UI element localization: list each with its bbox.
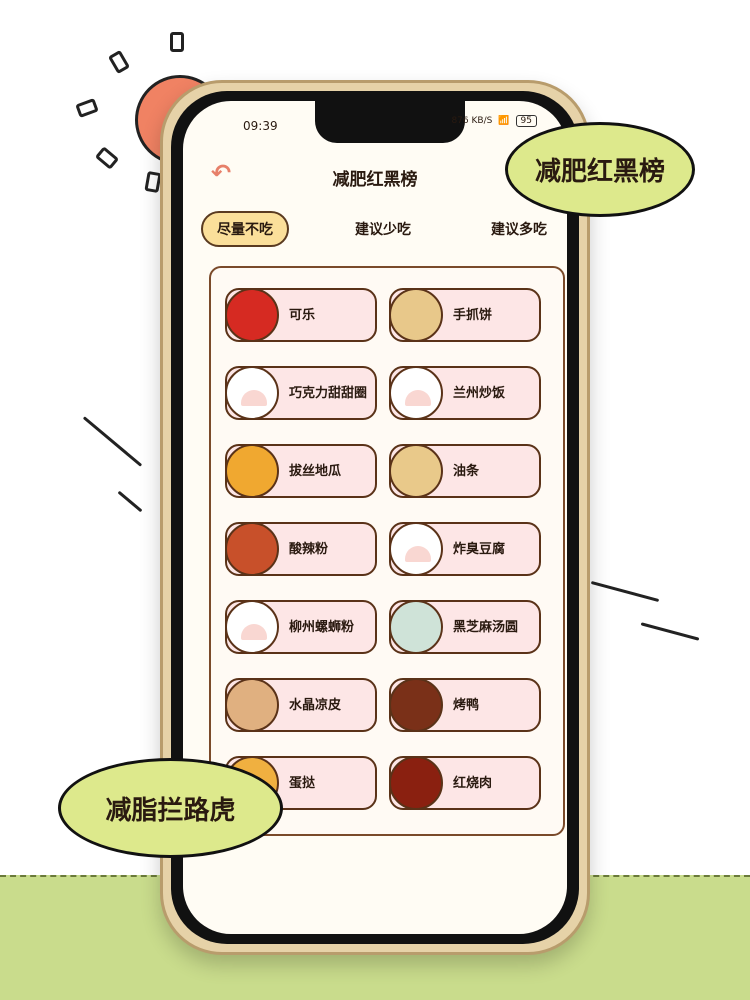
food-card[interactable]: 柳州螺蛳粉	[225, 600, 377, 654]
status-icons: 876 KB/S 📶 95	[451, 115, 537, 127]
wifi-icon: 📶	[498, 116, 510, 126]
food-card[interactable]: 黑芝麻汤圆	[389, 600, 541, 654]
food-card[interactable]: 油条	[389, 444, 541, 498]
sun-ray	[170, 32, 184, 52]
food-name: 蛋挞	[289, 775, 316, 791]
food-card[interactable]: 烤鸭	[389, 678, 541, 732]
doodle-line	[590, 580, 660, 603]
food-image	[389, 600, 443, 654]
food-card[interactable]: 手抓饼	[389, 288, 541, 342]
food-name: 手抓饼	[453, 307, 493, 323]
food-name: 兰州炒饭	[453, 385, 506, 401]
food-image	[225, 288, 279, 342]
food-name: 油条	[453, 463, 480, 479]
food-name: 酸辣粉	[289, 541, 329, 557]
food-image	[389, 444, 443, 498]
doodle-line	[117, 490, 143, 513]
food-image	[225, 444, 279, 498]
food-name: 烤鸭	[453, 697, 480, 713]
network-speed: 876 KB/S	[451, 116, 493, 126]
food-card[interactable]: 兰州炒饭	[389, 366, 541, 420]
food-card[interactable]: 可乐	[225, 288, 377, 342]
battery-indicator: 95	[515, 115, 537, 127]
phone-notch	[315, 101, 465, 143]
placeholder-image-icon	[225, 600, 279, 654]
speech-bubble-bottom: 减脂拦路虎	[58, 758, 283, 858]
food-image	[389, 288, 443, 342]
food-image	[389, 678, 443, 732]
food-name: 巧克力甜甜圈	[289, 385, 368, 401]
doodle-line	[82, 416, 143, 467]
food-card[interactable]: 酸辣粉	[225, 522, 377, 576]
food-name: 黑芝麻汤圆	[453, 619, 519, 635]
food-name: 拔丝地瓜	[289, 463, 342, 479]
page-title: 减肥红黑榜	[332, 170, 418, 190]
sun-ray	[75, 98, 99, 118]
category-tabs: 尽量不吃 建议少吃 建议多吃	[201, 211, 561, 247]
placeholder-image-icon	[389, 366, 443, 420]
food-name: 柳州螺蛳粉	[289, 619, 355, 635]
doodle-line	[640, 622, 700, 641]
placeholder-image-icon	[389, 522, 443, 576]
food-name: 炸臭豆腐	[453, 541, 506, 557]
food-list-panel: 可乐 手抓饼巧克力甜甜圈 兰州炒饭拔丝地瓜 油条酸辣粉 炸臭豆腐柳州螺蛳粉 黑芝麻汤圆水晶…	[209, 266, 565, 836]
food-card[interactable]: 拔丝地瓜	[225, 444, 377, 498]
food-name: 红烧肉	[453, 775, 493, 791]
food-name: 水晶凉皮	[289, 697, 342, 713]
food-image	[225, 522, 279, 576]
back-arrow-icon[interactable]: ↶	[211, 159, 232, 187]
tab-eat-less[interactable]: 建议少吃	[355, 222, 411, 238]
food-image	[225, 678, 279, 732]
sun-ray	[94, 146, 120, 170]
food-image	[389, 756, 443, 810]
food-name: 可乐	[289, 307, 316, 323]
sun-ray	[107, 49, 131, 75]
food-card[interactable]: 巧克力甜甜圈	[225, 366, 377, 420]
placeholder-image-icon	[225, 366, 279, 420]
food-card[interactable]: 炸臭豆腐	[389, 522, 541, 576]
tab-avoid[interactable]: 尽量不吃	[201, 211, 289, 247]
tab-eat-more[interactable]: 建议多吃	[491, 222, 547, 238]
food-card[interactable]: 水晶凉皮	[225, 678, 377, 732]
status-time: 09:39	[243, 119, 278, 133]
speech-bubble-top: 减肥红黑榜	[505, 122, 695, 217]
food-card[interactable]: 红烧肉	[389, 756, 541, 810]
